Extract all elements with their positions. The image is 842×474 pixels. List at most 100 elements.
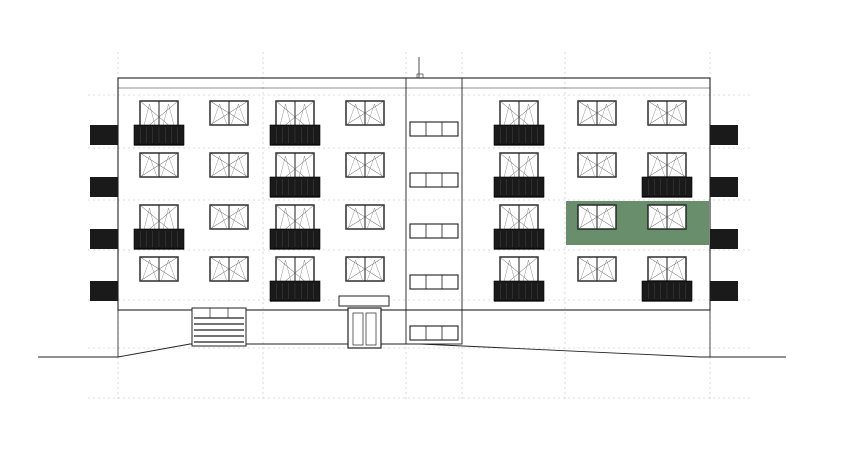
sash-tilt-right (160, 155, 177, 178)
roof-vent (416, 73, 424, 79)
window (345, 152, 385, 178)
stair-window-frame (409, 325, 459, 341)
sash-right (228, 152, 249, 178)
sash-tilt-right (520, 155, 537, 186)
side-balcony-right (710, 125, 738, 145)
window (209, 152, 249, 178)
balcony (133, 124, 185, 146)
window (647, 100, 687, 126)
sash-right (666, 152, 687, 178)
sash-right (228, 100, 249, 126)
balcony (269, 176, 321, 198)
sash-tilt-right (598, 155, 615, 178)
sash-tilt-left (277, 103, 294, 134)
sash-right (666, 100, 687, 126)
sash-tilt-right (230, 103, 247, 126)
sash-tilt-left (649, 103, 666, 126)
window (577, 204, 617, 230)
sash-tilt-left (579, 155, 596, 178)
stair-window-frame (409, 121, 459, 137)
sash-tilt-left (211, 103, 228, 126)
sash-tilt-right (366, 103, 383, 126)
sash-tilt-right (230, 259, 247, 282)
sash-tilt-left (141, 103, 158, 134)
sash-tilt-left (141, 207, 158, 238)
window (345, 204, 385, 230)
sash-tilt-right (160, 259, 177, 282)
stair-window (409, 325, 459, 341)
balcony (493, 124, 545, 146)
window (209, 204, 249, 230)
sash-tilt-left (501, 155, 518, 186)
vent-frame (191, 307, 247, 347)
sash-tilt-right (668, 103, 685, 126)
ground-line (38, 343, 786, 358)
window (647, 204, 687, 230)
sash-tilt-right (366, 207, 383, 230)
window (577, 256, 617, 282)
sash-right (364, 152, 385, 178)
balcony (493, 228, 545, 250)
sash-right (596, 100, 617, 126)
balcony (269, 228, 321, 250)
balcony (641, 176, 693, 198)
balcony (493, 176, 545, 198)
sash-tilt-right (296, 155, 313, 186)
sash-tilt-left (579, 259, 596, 282)
sash-tilt-right (668, 207, 685, 230)
sash-tilt-left (501, 207, 518, 238)
window (345, 100, 385, 126)
sash-tilt-right (160, 103, 177, 134)
window (139, 256, 179, 282)
sash-tilt-right (520, 103, 537, 134)
sash-tilt-right (598, 259, 615, 282)
sash-tilt-left (141, 259, 158, 282)
sash-tilt-right (296, 103, 313, 134)
sash-right (364, 100, 385, 126)
sash-tilt-left (649, 259, 666, 282)
sash-tilt-right (668, 155, 685, 178)
sash-tilt-left (579, 103, 596, 126)
side-balcony-left (90, 229, 118, 249)
window (647, 256, 687, 282)
sash-tilt-right (366, 259, 383, 282)
side-balcony-right (710, 229, 738, 249)
sash-tilt-right (520, 259, 537, 290)
sash-tilt-left (649, 155, 666, 178)
sash-right (228, 256, 249, 282)
sash-tilt-right (296, 207, 313, 238)
sash-tilt-right (230, 155, 247, 178)
sash-right (596, 152, 617, 178)
sash-tilt-left (347, 155, 364, 178)
sash-tilt-right (668, 259, 685, 282)
sash-tilt-left (277, 259, 294, 290)
window (209, 100, 249, 126)
side-balcony-right (710, 281, 738, 301)
entrance-canopy (338, 295, 390, 307)
sash-right (596, 204, 617, 230)
entrance (338, 295, 390, 349)
sash-right (666, 204, 687, 230)
sash-right (228, 204, 249, 230)
sash-tilt-right (296, 259, 313, 290)
sash-tilt-left (501, 103, 518, 134)
balcony (493, 280, 545, 302)
entrance-door-leaf (352, 312, 364, 346)
garage-vent (191, 307, 247, 347)
balcony (269, 280, 321, 302)
balcony (641, 280, 693, 302)
sash-tilt-left (501, 259, 518, 290)
side-balcony-left (90, 177, 118, 197)
stair-window (409, 274, 459, 290)
window (209, 256, 249, 282)
window (577, 152, 617, 178)
sash-right (364, 256, 385, 282)
balcony (133, 228, 185, 250)
sash-tilt-left (347, 207, 364, 230)
stair-window (409, 223, 459, 239)
sash-tilt-right (366, 155, 383, 178)
sash-tilt-right (598, 207, 615, 230)
sash-tilt-left (579, 207, 596, 230)
